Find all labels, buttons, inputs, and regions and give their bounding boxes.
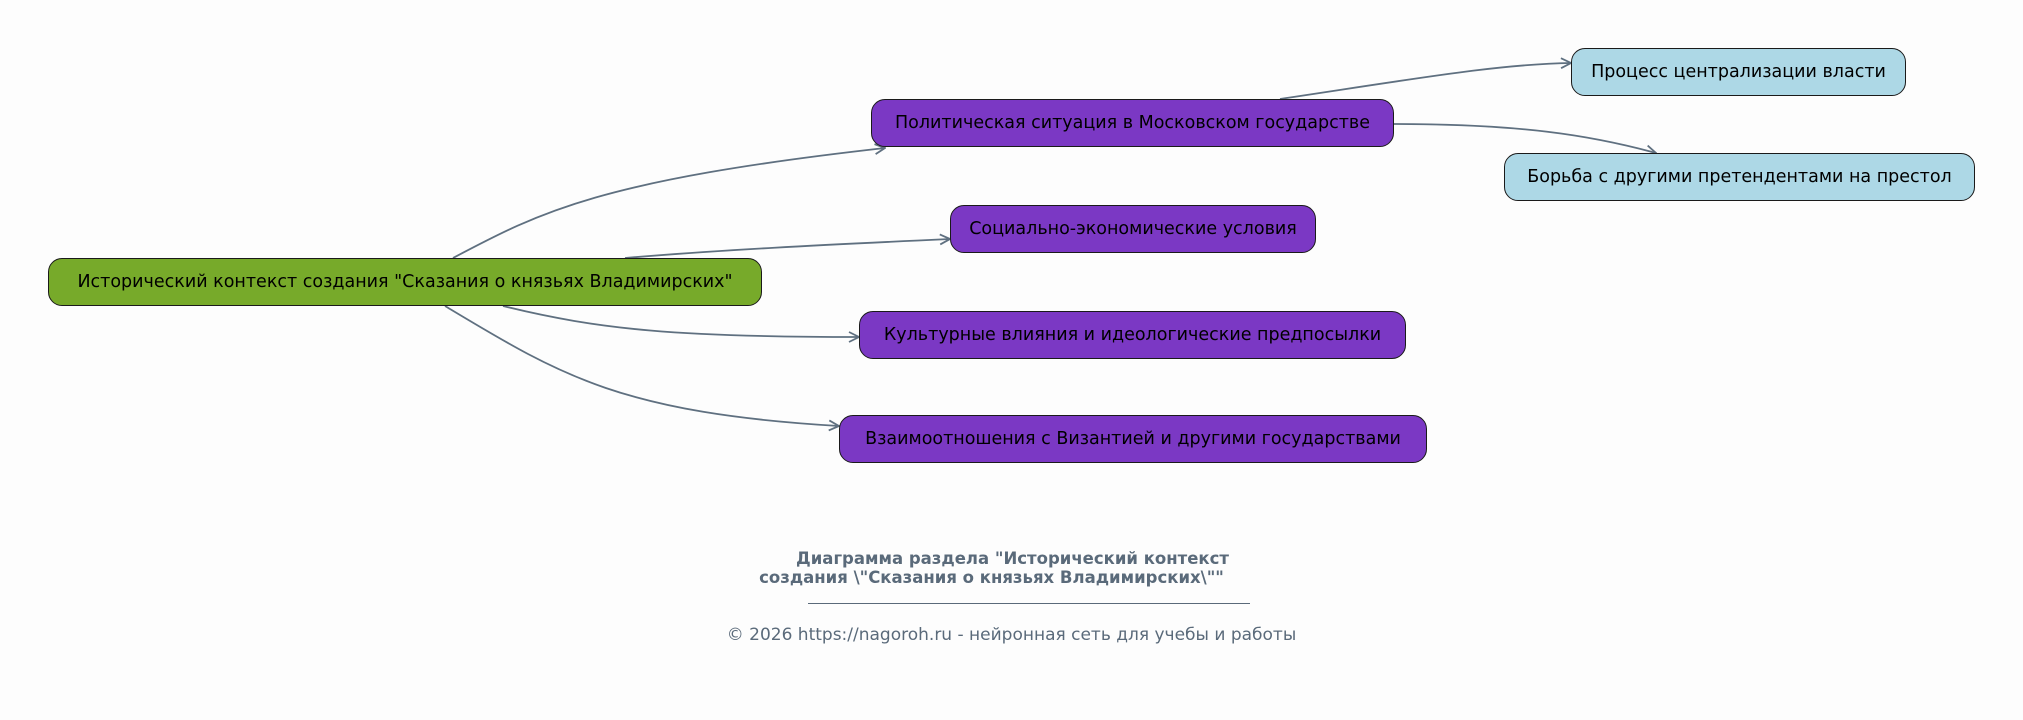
caption-divider	[808, 603, 1250, 604]
node-label: Социально-экономические условия	[969, 219, 1297, 239]
edge-political-process	[1279, 63, 1571, 100]
caption-line-2: создания \"Сказания о князьях Владимирск…	[759, 568, 1224, 587]
node-socio-economic[interactable]: Социально-экономические условия	[950, 205, 1316, 253]
node-label: Политическая ситуация в Московском госуд…	[894, 113, 1370, 133]
edge-root-political	[452, 148, 885, 259]
edge-root-cultural	[502, 305, 859, 337]
node-label: Процесс централизации власти	[1591, 62, 1886, 82]
node-label: Культурные влияния и идеологические пред…	[883, 325, 1382, 345]
caption-line-1: Диаграмма раздела "Исторический контекст	[796, 549, 1229, 568]
node-cultural-influences[interactable]: Культурные влияния и идеологические пред…	[859, 311, 1406, 359]
edge-political-struggle	[1392, 123, 1656, 153]
node-byzantine-relations[interactable]: Взаимоотношения с Византией и другими го…	[839, 415, 1427, 463]
node-throne-struggle[interactable]: Борьба с другими претендентами на престо…	[1504, 153, 1975, 201]
node-political-situation[interactable]: Политическая ситуация в Московском госуд…	[871, 99, 1394, 147]
node-centralization[interactable]: Процесс централизации власти	[1571, 48, 1906, 96]
edge-root-social	[624, 239, 950, 259]
diagram-caption: Диаграмма раздела "Исторический контекст…	[0, 549, 2023, 587]
root-node[interactable]: Исторический контекст создания "Сказания…	[48, 258, 762, 306]
edge-root-byzantine	[444, 305, 839, 426]
copyright-text: © 2026 https://nagoroh.ru - нейронная се…	[726, 625, 1297, 645]
node-label: Взаимоотношения с Византией и другими го…	[865, 429, 1401, 449]
root-node-label: Исторический контекст создания "Сказания…	[77, 272, 733, 292]
node-label: Борьба с другими претендентами на престо…	[1527, 167, 1952, 187]
